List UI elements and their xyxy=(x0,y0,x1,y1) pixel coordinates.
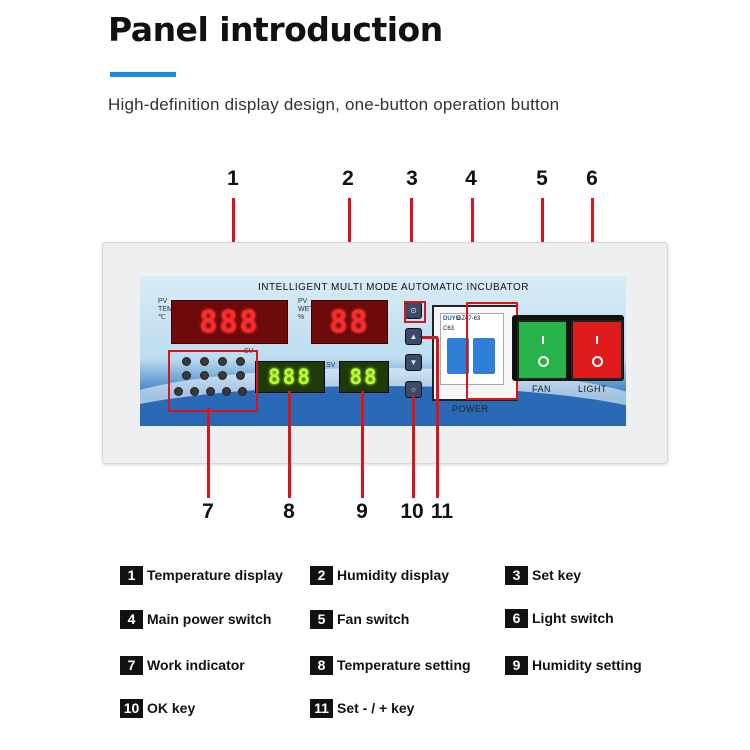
breaker-brand: DUYU xyxy=(443,316,461,322)
callout-number-3: 3 xyxy=(406,167,418,190)
legend-number: 8 xyxy=(310,655,333,675)
light-label: LIGHT xyxy=(578,384,608,394)
legend-text: Set - / + key xyxy=(337,700,415,716)
on-icon xyxy=(542,336,544,344)
callout-number-1: 1 xyxy=(227,167,239,190)
legend-text: Light switch xyxy=(532,610,614,626)
breaker-toggle xyxy=(447,338,469,374)
callout-line-9 xyxy=(361,391,364,498)
breaker-rating: C63 xyxy=(443,326,455,332)
page-title: Panel introduction xyxy=(108,10,443,49)
legend-number: 11 xyxy=(310,698,333,718)
panel-face-title: INTELLIGENT MULTI MODE AUTOMATIC INCUBAT… xyxy=(258,282,530,293)
legend-item: 11 Set - / + key xyxy=(310,698,414,718)
legend-number: 5 xyxy=(310,609,333,629)
legend-item: 10 OK key xyxy=(120,698,195,718)
legend-text: Humidity display xyxy=(337,567,450,583)
callout-line-11 xyxy=(436,338,439,498)
legend-number: 3 xyxy=(505,565,528,585)
set-key-highlight xyxy=(404,301,426,323)
work-indicator-leds xyxy=(168,353,252,405)
indicator-led xyxy=(236,371,245,380)
legend-item: 9 Humidity setting xyxy=(505,655,642,675)
tem-label: PV TEM ℃ xyxy=(158,298,173,321)
sv-label: SV xyxy=(326,362,336,369)
legend-item: 2 Humidity display xyxy=(310,565,449,585)
indicator-led xyxy=(238,387,247,396)
indicator-led xyxy=(218,357,227,366)
ok-icon: ○ xyxy=(411,385,416,394)
off-icon xyxy=(591,356,603,367)
power-switch-highlight xyxy=(466,302,518,400)
legend-text: Temperature setting xyxy=(337,657,471,673)
humidity-setting-display: 88 xyxy=(339,361,389,393)
fan-label: FAN xyxy=(532,384,552,394)
work-indicator-highlight xyxy=(168,350,258,412)
temperature-display: 888 xyxy=(171,300,288,344)
legend-item: 1 Temperature display xyxy=(120,565,283,585)
indicator-led xyxy=(218,371,227,380)
light-switch[interactable] xyxy=(571,320,623,380)
legend-number: 6 xyxy=(505,608,528,628)
breaker-toggle xyxy=(473,338,495,374)
on-icon xyxy=(596,336,598,344)
callout-number-6: 6 xyxy=(586,167,598,190)
legend-number: 4 xyxy=(120,609,143,629)
legend-number: 1 xyxy=(120,565,143,585)
callout-line-7 xyxy=(207,408,210,498)
legend-number: 2 xyxy=(310,565,333,585)
indicator-led xyxy=(236,357,245,366)
callout-line-8 xyxy=(288,391,291,498)
legend-text: Fan switch xyxy=(337,611,410,627)
legend-text: Main power switch xyxy=(147,611,272,627)
off-icon xyxy=(537,356,549,367)
main-power-switch[interactable]: DUYU DZ47-63 C63 xyxy=(440,313,504,385)
callout-number-8: 8 xyxy=(283,500,295,523)
legend-number: 9 xyxy=(505,655,528,675)
page-subtitle: High-definition display design, one-butt… xyxy=(108,95,560,114)
legend-item: 5 Fan switch xyxy=(310,609,409,629)
indicator-led xyxy=(206,387,215,396)
callout-number-2: 2 xyxy=(342,167,354,190)
legend-text: OK key xyxy=(147,700,196,716)
legend-text: Work indicator xyxy=(147,657,245,673)
up-arrow-icon: ▲ xyxy=(409,332,418,341)
callout-number-7: 7 xyxy=(202,500,214,523)
callout-line-10 xyxy=(412,396,415,498)
legend-text: Temperature display xyxy=(147,567,283,583)
legend-number: 10 xyxy=(120,698,143,718)
up-key[interactable]: ▲ xyxy=(405,328,422,345)
legend-text: Set key xyxy=(532,567,582,583)
callout-number-11: 11 xyxy=(430,500,454,523)
legend-item: 7 Work indicator xyxy=(120,655,245,675)
indicator-led xyxy=(222,387,231,396)
callout-line-11-branch xyxy=(422,336,438,339)
humidity-display: 88 xyxy=(311,300,388,344)
indicator-led xyxy=(174,387,183,396)
legend-number: 7 xyxy=(120,655,143,675)
callout-number-9: 9 xyxy=(356,500,368,523)
callout-number-4: 4 xyxy=(465,167,477,190)
legend-item: 3 Set key xyxy=(505,565,581,585)
callout-number-10: 10 xyxy=(400,500,424,523)
down-key[interactable]: ▼ xyxy=(405,354,422,371)
down-arrow-icon: ▼ xyxy=(409,358,418,367)
breaker-model: DZ47-63 xyxy=(457,316,481,322)
legend-text: Humidity setting xyxy=(532,657,642,673)
set-icon: ⊙ xyxy=(410,306,417,315)
power-label: POWER xyxy=(452,404,489,414)
callout-number-5: 5 xyxy=(536,167,548,190)
indicator-led xyxy=(200,357,209,366)
indicator-led xyxy=(190,387,199,396)
legend-item: 8 Temperature setting xyxy=(310,655,471,675)
title-accent-bar xyxy=(110,72,176,77)
wet-label: PV WET % xyxy=(298,298,314,321)
indicator-led xyxy=(182,371,191,380)
legend-item: 4 Main power switch xyxy=(120,609,271,629)
indicator-led xyxy=(200,371,209,380)
fan-switch[interactable] xyxy=(517,320,569,380)
indicator-led xyxy=(182,357,191,366)
temperature-setting-display: 888 xyxy=(255,361,325,393)
legend-item: 6 Light switch xyxy=(505,608,614,628)
